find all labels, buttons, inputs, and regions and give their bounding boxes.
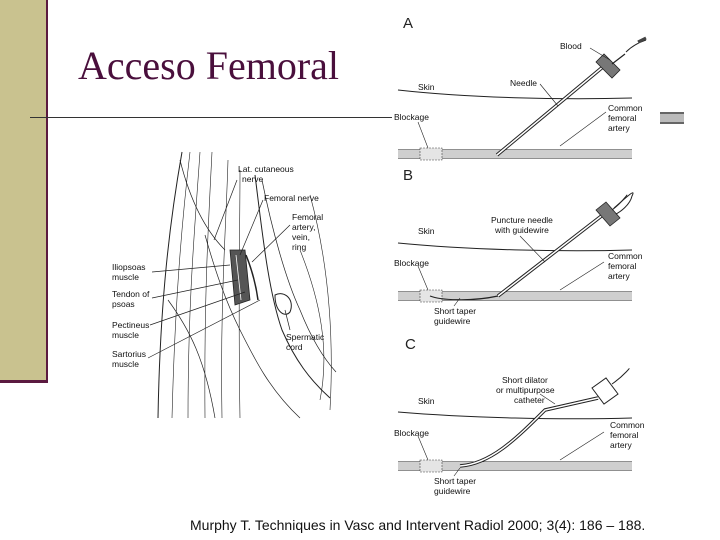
panel-c-guide-2: guidewire [434, 486, 471, 496]
panel-b-letter: B [403, 167, 413, 184]
label-iliopsoas: Iliopsoas [112, 262, 146, 272]
panel-a-artery-2: femoral [608, 113, 636, 123]
panel-a-artery-1: Common [608, 103, 643, 113]
panel-c-guide-1: Short taper [434, 476, 476, 486]
femoral-anatomy-drawing [147, 151, 337, 419]
label-sartorius: Sartorius [112, 349, 146, 359]
panel-b-guide-2: guidewire [434, 316, 471, 326]
label-femoral-artery: artery, [292, 222, 315, 232]
slide-title: Acceso Femoral [78, 43, 340, 88]
label-spermatic: Spermatic [286, 332, 325, 342]
label-iliopsoas-2: muscle [112, 272, 139, 282]
panel-b-guide-1: Short taper [434, 306, 476, 316]
panel-a-skin: Skin [418, 82, 435, 92]
panel-b-artery-3: artery [608, 271, 630, 281]
panel-a-artery-3: artery [608, 123, 630, 133]
panel-a-blood: Blood [560, 41, 582, 51]
panel-c-skin: Skin [418, 396, 435, 406]
panel-c-artery-2: femoral [610, 430, 638, 440]
accent-bar-edge [46, 0, 48, 383]
panel-a-letter: A [403, 15, 413, 32]
panel-c-blockage: Blockage [394, 428, 429, 438]
label-tendon: Tendon of [112, 289, 150, 299]
panel-a-needle: Needle [510, 78, 537, 88]
accent-bar-rule [0, 380, 48, 383]
label-femoral-vein: vein, [292, 232, 310, 242]
label-femoral-nerve: Femoral nerve [264, 193, 319, 203]
label-lat-cutaneous-2: nerve [242, 174, 264, 184]
panel-c-artery-1: Common [610, 420, 645, 430]
panel-b-needle-2: with guidewire [494, 225, 549, 235]
panel-b-needle-1: Puncture needle [491, 215, 553, 225]
panel-a-blockage: Blockage [394, 112, 429, 122]
slide-marker [660, 112, 684, 124]
panel-b-artery-1: Common [608, 251, 643, 261]
panel-c-drawing [397, 368, 633, 477]
label-pectineus: Pectineus [112, 320, 149, 330]
panel-b-blockage: Blockage [394, 258, 429, 268]
title-underline [30, 117, 392, 118]
label-sartorius-2: muscle [112, 359, 139, 369]
label-lat-cutaneous: Lat. cutaneous [238, 164, 294, 174]
panel-c-dilator-1: Short dilator [502, 375, 548, 385]
label-tendon-2: psoas [112, 299, 135, 309]
citation: Murphy T. Techniques in Vasc and Interve… [190, 517, 646, 533]
panel-c-letter: C [405, 336, 416, 353]
panel-c-dilator-2: or multipurpose [496, 385, 555, 395]
panel-c-dilator-3: catheter [514, 395, 545, 405]
panel-b-drawing [397, 192, 634, 307]
panel-a-drawing [397, 36, 647, 161]
left-accent-bar [0, 0, 46, 382]
label-femoral-ring: ring [292, 242, 306, 252]
panel-b-skin: Skin [418, 226, 435, 236]
label-femoral: Femoral [292, 212, 323, 222]
label-pectineus-2: muscle [112, 330, 139, 340]
label-spermatic-2: cord [286, 342, 303, 352]
panel-c-artery-3: artery [610, 440, 632, 450]
panel-b-artery-2: femoral [608, 261, 636, 271]
